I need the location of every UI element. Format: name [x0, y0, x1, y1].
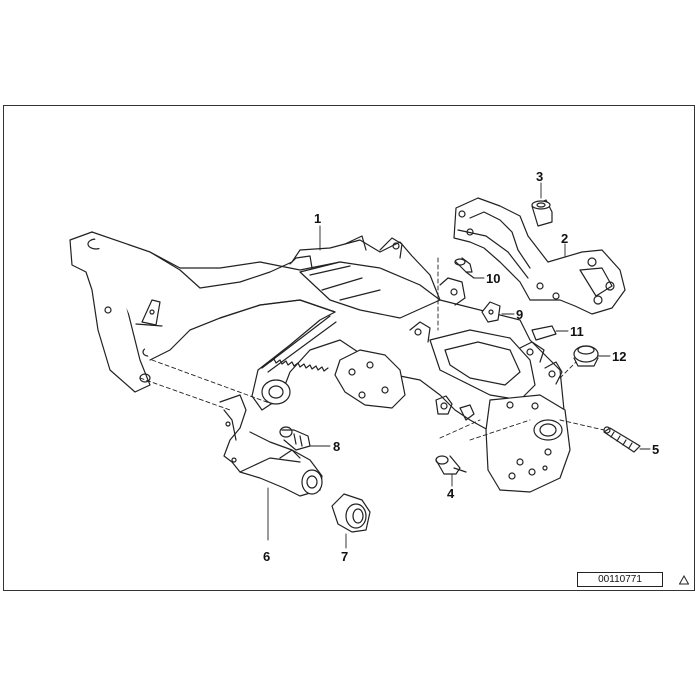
leader-lines [139, 182, 651, 549]
triangle-icon [679, 575, 689, 585]
part-3-bush [531, 199, 553, 227]
callout-4: 4 [447, 486, 455, 501]
callouts: 1 2 3 10 9 11 12 5 4 8 6 7 [263, 169, 659, 564]
callout-9: 9 [516, 307, 523, 322]
reference-number: 00110771 [577, 572, 663, 587]
part-10-screw [454, 257, 475, 279]
callout-2: 2 [561, 231, 568, 246]
part-2-carrier [453, 197, 626, 315]
callout-7: 7 [341, 549, 348, 564]
callout-8: 8 [333, 439, 340, 454]
part-12-grommet [573, 345, 599, 367]
callout-6: 6 [263, 549, 270, 564]
callout-5: 5 [652, 442, 659, 457]
part-6-bracket [219, 394, 323, 497]
callout-3: 3 [536, 169, 543, 184]
callout-11: 11 [570, 324, 584, 339]
part-9-clip-nut [481, 301, 501, 323]
part-1-main-frame [69, 231, 571, 493]
part-8-bolt [279, 426, 311, 451]
callout-10: 10 [486, 271, 500, 286]
part-7-mount [331, 493, 371, 533]
part-5-stud [603, 426, 641, 453]
callout-12: 12 [612, 349, 626, 364]
part-4-bolt [435, 455, 467, 475]
callout-1: 1 [314, 211, 321, 226]
part-11-pin [531, 325, 557, 341]
